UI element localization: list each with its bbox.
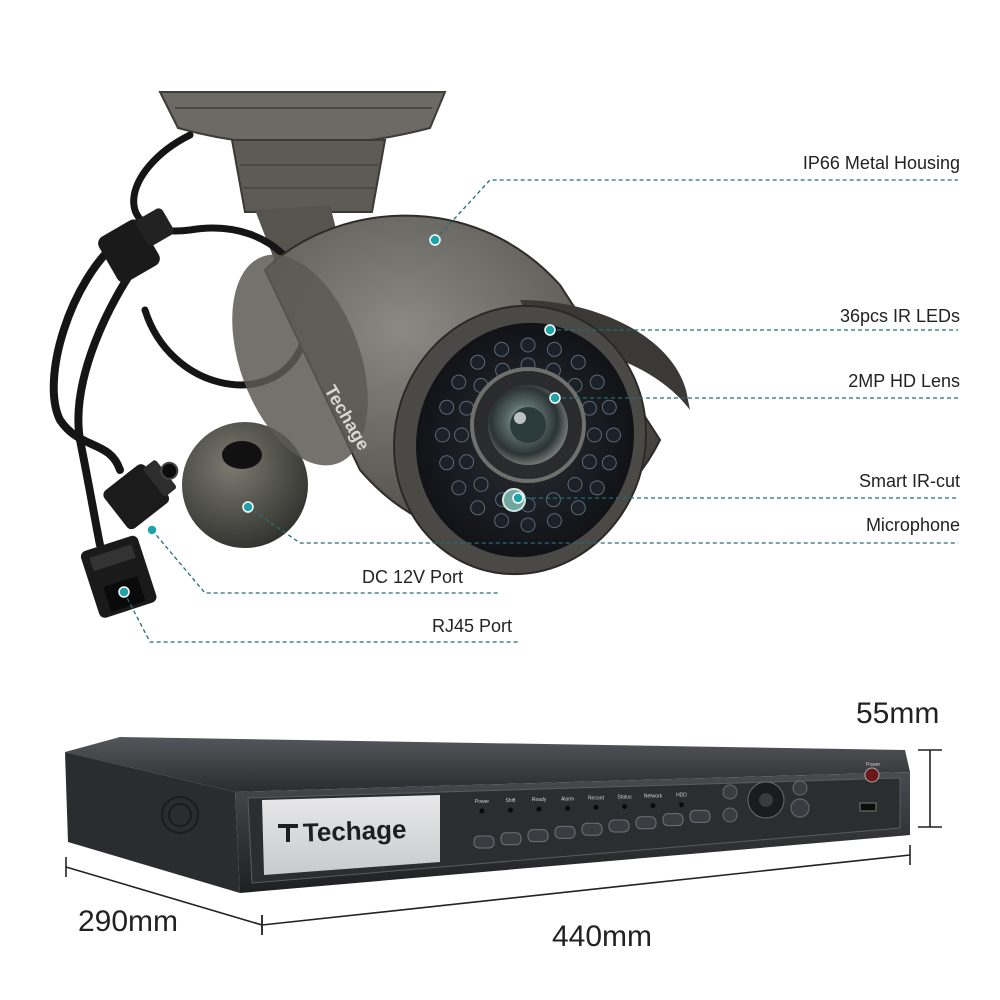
usb-port	[859, 802, 877, 812]
indicator-label: Status	[617, 795, 632, 801]
ir-led	[567, 477, 583, 492]
indicator-label: Record	[588, 795, 604, 801]
ir-led	[494, 341, 510, 357]
height-dimension	[918, 749, 942, 828]
leader-mic	[247, 506, 958, 544]
ir-led	[451, 374, 467, 390]
nvr-channel-button	[608, 819, 630, 833]
nav-pad	[747, 781, 785, 819]
leader-rj45	[123, 591, 520, 643]
indicator-label: Network	[644, 794, 663, 800]
ir-led	[494, 513, 510, 529]
cable-junction	[98, 208, 174, 283]
power-button: Power	[864, 762, 881, 783]
indicator-led	[565, 805, 570, 811]
ir-led	[606, 427, 621, 443]
ir-led	[581, 454, 597, 470]
ir-led	[589, 480, 605, 496]
ir-led	[587, 427, 602, 443]
callout-lens: 2MP HD Lens	[848, 371, 960, 391]
nvr-logo-plate	[262, 795, 440, 875]
callout-housing: IP66 Metal Housing	[802, 153, 960, 173]
ir-led	[451, 480, 467, 496]
indicator-led	[593, 804, 599, 810]
ir-led	[546, 513, 562, 529]
nvr-channel-button	[473, 835, 495, 849]
indicator-label: Shift	[505, 798, 516, 804]
ir-led	[570, 354, 586, 370]
nvr-left-side	[65, 752, 240, 893]
ir-led	[589, 374, 605, 390]
dimension-height-label: 55mm	[856, 697, 940, 730]
ir-led	[470, 500, 486, 516]
dc-port-connector	[103, 460, 179, 530]
ir-led	[473, 477, 489, 492]
ir-led	[520, 517, 536, 533]
callout-ir-leds: 36pcs IR LEDs	[839, 306, 960, 326]
indicator-label: Power	[475, 799, 490, 805]
nvr-channel-button	[635, 816, 657, 830]
indicator-led	[622, 804, 627, 809]
nvr-channel-button	[662, 813, 684, 827]
callout-leaders	[123, 179, 958, 643]
ir-led	[546, 341, 562, 357]
indicator-led	[650, 803, 656, 809]
nvr-channel-button	[689, 809, 711, 823]
indicator-led	[479, 808, 485, 814]
mount-plate	[158, 91, 447, 146]
callout-microphone: Microphone	[865, 515, 960, 535]
indicator-led	[536, 806, 542, 812]
nvr-indicator-row: Power Shift Ready Alarm Record Status Network H…	[475, 793, 687, 814]
rj45-connector	[80, 535, 157, 618]
ir-led	[435, 427, 450, 443]
indicator-label: HDD	[676, 793, 687, 799]
callout-ircut: Smart IR-cut	[858, 471, 960, 491]
ir-led	[454, 427, 469, 443]
nvr-channel-button	[554, 825, 576, 839]
ir-led	[545, 492, 561, 508]
nvr-logo: Techage	[302, 814, 407, 848]
ir-led	[601, 399, 617, 415]
mount-neck	[230, 139, 387, 213]
ir-led	[470, 354, 486, 370]
indicator-label: Alarm	[561, 796, 574, 802]
nvr-channel-button	[581, 822, 603, 836]
callout-rj45-port: RJ45 Port	[432, 616, 513, 636]
callout-dc-port: DC 12V Port	[362, 567, 464, 587]
nvr-channel-button	[500, 832, 522, 846]
dimension-depth-label: 290mm	[78, 905, 179, 938]
ir-led	[439, 399, 455, 415]
width-dimension	[261, 845, 911, 935]
ir-led	[601, 455, 617, 471]
camera: Techage	[49, 91, 690, 618]
leader-housing	[434, 179, 958, 241]
nvr-channel-button	[527, 829, 549, 843]
dimension-width-label: 440mm	[552, 920, 653, 953]
nvr-top	[65, 737, 910, 792]
nvr-keys	[722, 780, 810, 823]
indicator-led	[679, 802, 684, 808]
ir-led-array	[435, 337, 621, 533]
ir-led	[570, 500, 586, 516]
nvr-button-row	[473, 809, 711, 849]
ir-led	[520, 337, 536, 353]
indicator-label: Ready	[532, 797, 547, 803]
dimension-lines	[65, 749, 942, 935]
fan-vent	[161, 796, 199, 834]
ir-led	[459, 454, 475, 470]
indicator-led	[508, 807, 513, 813]
ir-led	[439, 455, 455, 471]
callout-dots	[118, 234, 561, 598]
svg-text:Power: Power	[866, 762, 881, 768]
camera-lens	[470, 367, 586, 483]
